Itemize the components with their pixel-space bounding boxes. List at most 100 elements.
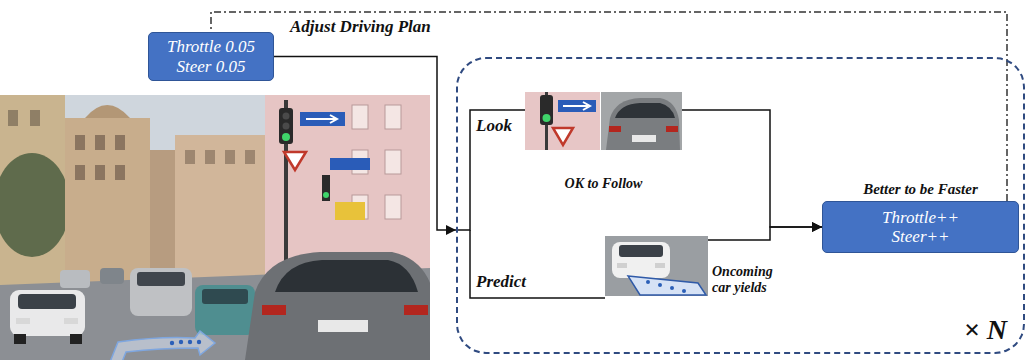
street-photo-part	[283, 113, 290, 120]
predict-crop-node: Oncoming car yields	[605, 236, 778, 296]
street-photo-part	[275, 260, 418, 292]
street-photo-part	[95, 165, 105, 180]
crop-frame	[525, 92, 682, 150]
predict-crop-part	[619, 245, 663, 257]
street-photo-part	[323, 192, 329, 198]
caption-text: OK to Follow	[525, 176, 682, 192]
street-photo-part	[137, 272, 185, 286]
street-photo-part	[16, 318, 30, 324]
street-photo-part	[175, 135, 265, 280]
street-photo-part	[335, 202, 365, 220]
iteration-region: × N OK to FollowOncoming car yields Better…	[456, 57, 1025, 354]
crop-frame	[605, 236, 708, 296]
look-crops	[525, 92, 682, 150]
flow-connector	[708, 227, 822, 240]
street-photo-part	[282, 133, 290, 141]
street-photo-part	[10, 290, 85, 336]
street-photo-part	[110, 331, 215, 360]
street-photo-part	[352, 105, 368, 129]
predict-crop-part	[658, 283, 662, 287]
look-crops-part	[525, 92, 600, 150]
street-photo-part	[0, 153, 70, 257]
street-photo-part	[300, 112, 345, 126]
street-photo-part	[385, 150, 401, 174]
branch-label: Look	[476, 116, 512, 136]
street-photo-part	[70, 334, 82, 344]
look-crops-part	[563, 102, 590, 110]
predict-crop-part	[682, 289, 686, 293]
street-photo-part	[18, 294, 76, 309]
street-photo-part	[279, 108, 293, 144]
predict-crop-part	[655, 263, 665, 268]
look-crops-part	[558, 100, 596, 112]
flow-connector	[682, 110, 822, 227]
street-photo-part	[115, 165, 125, 180]
street-photo-part	[60, 270, 90, 288]
look-crops-part	[609, 126, 621, 132]
box-shape: Throttle 0.05 Steer 0.05	[148, 32, 274, 81]
street-photo-part	[205, 150, 215, 164]
predict-crop-part	[605, 236, 708, 296]
look-crops-part	[543, 114, 551, 122]
feedback-connector	[211, 12, 1007, 201]
look-crops-part	[632, 135, 656, 142]
look-crops-part	[666, 126, 678, 132]
street-photo-part	[75, 165, 85, 180]
caption-text: Oncoming car yields	[712, 264, 778, 296]
street-photo-part	[14, 334, 26, 344]
street-photo	[0, 95, 430, 360]
flow-connector	[274, 57, 456, 231]
street-photo-part	[179, 340, 183, 344]
street-photo-part	[306, 115, 337, 123]
street-photo-part	[188, 340, 192, 344]
branch-label: Predict	[476, 272, 526, 292]
street-photo-part	[130, 268, 192, 316]
predict-crop-part	[617, 263, 627, 268]
street-photo-part	[85, 105, 130, 118]
street-photo-part	[8, 110, 18, 126]
street-photo-part	[284, 152, 306, 170]
predict-crop	[605, 236, 708, 296]
street-photo-part	[65, 118, 150, 288]
street-photo-part	[262, 305, 286, 315]
street-photo-part	[195, 285, 255, 335]
look-crops-part	[606, 98, 680, 150]
street-photo-part	[185, 150, 195, 164]
predict-crop-part	[670, 286, 674, 290]
street-photo-part	[197, 340, 201, 344]
street-photo-part	[322, 175, 330, 201]
predict-crop-part	[612, 242, 670, 278]
look-crops-part	[553, 128, 573, 145]
street-photo-part	[318, 320, 368, 332]
branch-lines-part	[456, 110, 525, 230]
street-photo-part	[115, 135, 125, 150]
street-photo-part	[30, 110, 40, 126]
street-photo-part	[330, 158, 370, 170]
predict-crop-part	[628, 276, 706, 295]
street-photo-part	[245, 150, 255, 164]
predict-crop-part	[646, 280, 650, 284]
branch-lines	[456, 110, 605, 298]
look-crops-part	[601, 92, 682, 150]
edge-label: Adjust Driving Plan	[290, 17, 431, 37]
street-photo-part	[170, 341, 174, 345]
control-box: Better to be FasterThrottle++ Steer++	[822, 181, 1019, 253]
street-photo-part	[75, 135, 85, 150]
look-crops-part	[615, 103, 675, 118]
control-box: Throttle 0.05 Steer 0.05	[148, 32, 274, 81]
repeat-count: × N	[964, 314, 1007, 346]
street-photo-part	[225, 150, 235, 164]
box-text: Throttle 0.05 Steer 0.05	[155, 37, 267, 75]
street-photo-part	[245, 252, 430, 360]
street-photo-part	[283, 123, 290, 130]
street-photo-part	[64, 318, 78, 324]
street-photo-part	[95, 135, 105, 150]
box-shape: Throttle++ Steer++	[822, 201, 1019, 253]
branch-lines-part	[470, 230, 605, 298]
box-heading: Better to be Faster	[822, 181, 1019, 198]
look-crops-part	[540, 95, 553, 125]
street-photo-part	[385, 195, 401, 219]
